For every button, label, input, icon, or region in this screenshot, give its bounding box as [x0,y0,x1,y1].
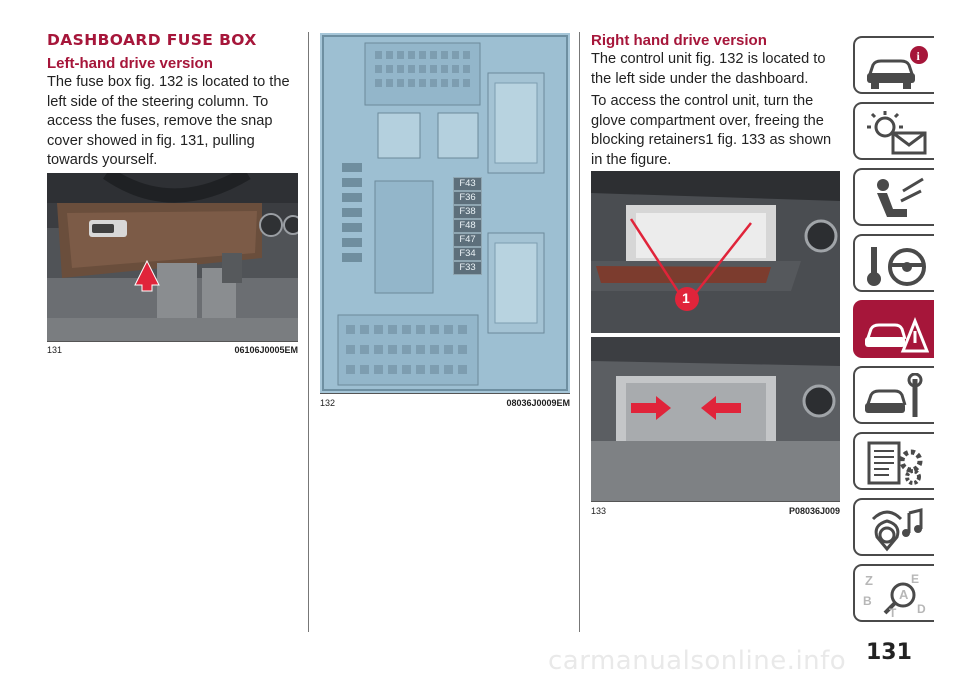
page-number: 131 [866,640,912,665]
figure-code: 06106J0005EM [234,345,298,355]
tab-starting-driving[interactable] [853,234,934,292]
figure-132-caption-rule [320,393,570,394]
tab-index[interactable]: Z E B A T D [853,564,934,622]
tab-maintenance[interactable] [853,366,934,424]
svg-text:A: A [899,587,909,602]
figure-131-image [47,173,298,341]
right-paragraph-2: To access the control unit, turn the glo… [591,93,832,168]
figure-133-image: 1 [591,171,840,501]
tab-technical-data[interactable] [853,432,934,490]
watermark: carmanualsonline.info [548,646,847,676]
figure-131-caption-rule [47,341,298,342]
svg-text:Z: Z [865,573,873,588]
column-divider [308,32,309,632]
data-gear-icon [867,441,923,485]
car-info-icon: i [866,46,928,89]
figure-132-image [320,33,570,393]
svg-text:i: i [917,49,921,63]
fuse-label: F47 [453,233,482,247]
subsection-title-left-hand: Left-hand drive version [47,55,213,72]
figure-number: 133 [591,506,607,516]
fuse-label: F34 [453,247,482,261]
figure-133-caption-rule [591,501,840,502]
figure-code: P08036J009 [788,506,840,516]
svg-text:E: E [911,572,919,586]
fuse-label: F48 [453,219,482,233]
car-wrench-icon [865,373,923,417]
figure-number: 131 [47,345,63,355]
right-paragraph-1: The control unit fig. 132 is located to … [591,51,826,87]
svg-text:B: B [863,594,872,608]
emergency-car-warning-icon [865,316,929,353]
callout-number: 1 [682,290,690,306]
alphabetical-index-icon: Z E B A T D [863,572,926,619]
fuse-label: F43 [453,177,482,191]
figure-number: 132 [320,398,336,408]
fuse-label: F33 [453,261,482,275]
key-steering-wheel-icon [867,247,926,286]
tab-multimedia[interactable] [853,498,934,556]
multimedia-icon [871,508,923,552]
tab-emergency[interactable] [853,300,934,358]
figure-131-caption: 131 06106J0005EM [47,345,298,357]
fuse-label: F38 [453,205,482,219]
warning-light-message-icon [867,111,927,155]
figure-133-caption: 133 P08036J009 [591,506,840,518]
tab-safety[interactable] [853,168,934,226]
fuse-label: F36 [453,191,482,205]
svg-text:D: D [917,602,926,616]
seat-airbag-icon [877,177,924,217]
column-divider [579,32,580,632]
left-paragraph: The fuse box fig. 132 is located to the … [47,74,290,168]
subsection-title-right-hand: Right hand drive version [591,32,767,49]
figure-132-caption: 132 08036J0009EM [320,398,570,410]
svg-text:T: T [889,606,897,619]
figure-code: 08036J0009EM [506,398,570,408]
section-title: DASHBOARD FUSE BOX [47,31,257,49]
tab-warning-lights[interactable] [853,102,934,160]
tab-car-info[interactable]: i [853,36,934,94]
